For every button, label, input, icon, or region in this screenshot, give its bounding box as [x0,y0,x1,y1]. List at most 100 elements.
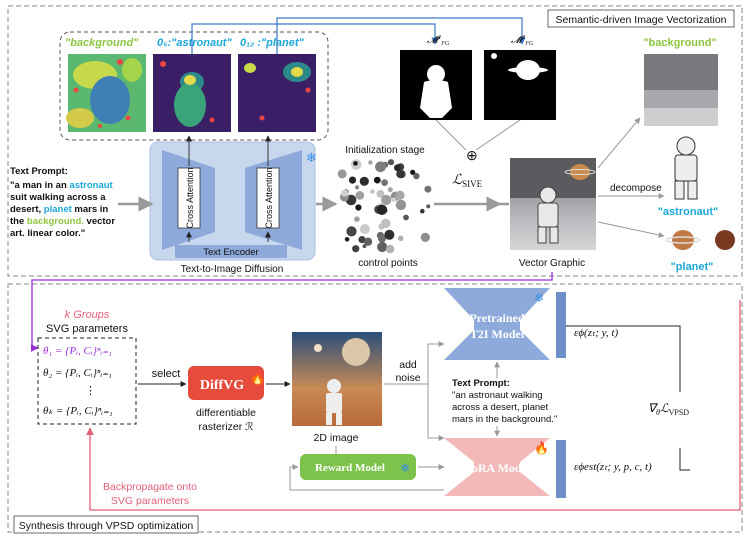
control-point [375,161,386,173]
diffvg-box [188,366,264,400]
snowflake-icon: ❄ [306,150,317,165]
control-point [394,164,401,172]
arrow-pretrained-to-loss [566,325,681,392]
text-encoder-box [175,245,287,258]
control-point [368,160,373,165]
attention-map-background [66,54,146,132]
control-point [364,237,373,246]
control-point [359,176,369,186]
output-astronaut-image [674,136,698,200]
epsilon-lora-label: εϕest(zₜ; y, p, c, t) [574,461,652,473]
image-2d-label: 2D image [314,432,359,444]
cross-attention-left-box [177,167,201,229]
control-point [420,232,430,242]
vector-graphic-label: Vector Graphic [519,258,585,269]
control-point [397,235,404,242]
bottom-panel-title-box [13,515,199,534]
svg-text:desert, planet mars in: desert, planet mars in [10,204,108,215]
control-point [426,204,431,209]
arrow-astronaut-to-mask [191,23,439,54]
control-point [396,169,405,179]
theta-row-2: θ₂ = {Pᵢ, Cᵢ}ⁿᵢ₌₁ [43,367,112,379]
control-point [387,187,393,193]
svg-parameters-label: SVG parameters [46,323,128,335]
reward-model-label: Reward Model [315,462,385,474]
bottom-panel-title: Synthesis through VPSD optimization [19,520,194,532]
control-point [355,204,362,211]
control-point [381,179,388,187]
reward-model-box [300,454,416,480]
control-point [420,208,425,214]
lora-fire-icon: 🔥 [534,441,549,455]
bottom-text-prompt-line1: "an astronaut walking [452,390,543,401]
diffusion-caption: Text-to-Image Diffusion [181,264,284,275]
top-panel-title: Semantic-driven Image Vectorization [556,14,727,26]
arrow-masks-to-sive [435,119,521,151]
control-point [344,237,350,242]
cross-attention-right: Cross Attention [264,167,274,228]
arrow-lora-to-reward-loop [289,464,444,491]
bottom-text-prompt-line3: mars in the background." [452,414,557,425]
top-text-prompt-heading: Text Prompt: [10,166,68,177]
arrow-backpropagate [86,300,741,511]
svg-text:"a man in an astronaut: "a man in an astronaut [10,180,114,191]
svg-parameters-box [37,337,137,425]
lora-model-shape [444,438,550,496]
control-point [381,218,391,229]
attention-maps-box [59,31,329,141]
fire-icon: 🔥 [250,371,265,385]
add-noise-line2: noise [395,372,420,384]
pretrained-model-shape [444,288,550,360]
control-points-label: control points [358,258,417,269]
attention-label-background: "background" [65,37,139,49]
add-noise-line1: add [399,359,417,371]
output-label-astronaut: "astronaut" [658,206,719,218]
decompose-label: decompose [610,183,662,194]
arrow-image-to-pretrained [384,341,445,385]
cross-attention-right-box [256,167,280,229]
theta-row-dots: ⋮ [85,385,96,397]
control-point [346,226,357,237]
pretrained-label-line1: Pretrained [469,311,524,325]
control-points-scatter [337,159,432,254]
svg-text:suit walking across a: suit walking across a [10,192,106,203]
select-label: select [152,368,181,380]
vector-graphic-image [510,158,596,250]
backpropagate-line2: SVG parameters [111,495,189,507]
top-text-prompt-lines: "a man in an astronaut suit walking acro… [10,180,115,239]
control-point [352,245,360,253]
control-point [358,236,366,244]
control-point [391,197,397,202]
attention-label-planet: 0₁₂ :"planet" [240,37,305,49]
control-point [387,159,395,166]
control-point [410,169,416,175]
control-point [355,191,365,200]
rasterizer-label: rasterizer ℛ [198,421,254,433]
control-point [362,244,367,249]
mask-label-1: 𝓜̂1FG [427,35,450,47]
output-label-planet: "planet" [671,261,714,273]
control-point [424,185,432,193]
text-encoder-label: Text Encoder [203,247,258,258]
output-label-background: "background" [643,37,716,49]
theta-row-1: θ₁ = {Pᵢ, Cᵢ}ⁿᵢ₌₁ [43,345,112,357]
top-panel-title-box [547,9,735,28]
arrow-vector-to-planet [597,221,665,238]
arrow-planet-to-mask [276,17,526,54]
differentiable-label: differentiable [196,407,256,419]
control-point [395,190,405,200]
pretrained-snowflake-icon: ❄ [534,291,544,305]
arrow-image-to-lora [427,384,445,441]
control-point [395,199,407,211]
output-planet-image [665,230,735,250]
control-point [403,214,409,221]
control-point [348,176,357,184]
control-point [354,216,360,222]
arrow-lora-to-loss [679,448,690,471]
control-point [353,161,358,166]
top-panel-frame [7,5,743,277]
mask-planet [484,50,556,120]
attention-map-planet [238,54,316,132]
svg-text:art. linear color.": art. linear color." [10,228,85,239]
